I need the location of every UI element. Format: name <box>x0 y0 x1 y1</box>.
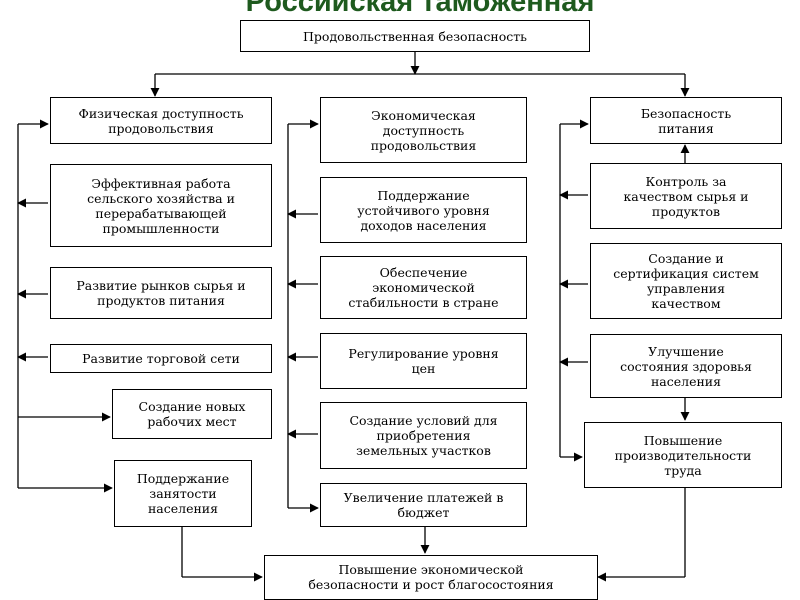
node-land-acquisition: Создание условий для приобретения земель… <box>320 402 527 469</box>
page-title: Российская таможенная <box>245 0 595 18</box>
node-effective-agriculture: Эффективная работа сельского хозяйства и… <box>50 164 272 247</box>
node-economic-security: Повышение экономической безопасности и р… <box>264 555 598 600</box>
node-economic-stability: Обеспечение экономической стабильности в… <box>320 256 527 319</box>
node-employment-support: Поддержание занятости населения <box>114 460 252 527</box>
node-productivity: Повышение производительности труда <box>584 422 782 488</box>
node-quality-control: Контроль за качеством сырья и продуктов <box>590 163 782 229</box>
node-income-support: Поддержание устойчивого уровня доходов н… <box>320 177 527 243</box>
node-price-regulation: Регулирование уровня цен <box>320 333 527 389</box>
node-health-improvement: Улучшение состояния здоровья населения <box>590 334 782 398</box>
node-economic-accessibility: Экономическая доступность продовольствия <box>320 97 527 163</box>
node-food-security: Продовольственная безопасность <box>240 20 590 52</box>
node-food-safety: Безопасность питания <box>590 97 782 144</box>
node-budget-payments: Увеличение платежей в бюджет <box>320 483 527 527</box>
node-new-jobs: Создание новых рабочих мест <box>112 389 272 439</box>
node-market-development: Развитие рынков сырья и продуктов питани… <box>50 267 272 319</box>
node-physical-accessibility: Физическая доступность продовольствия <box>50 97 272 144</box>
node-quality-certification: Создание и сертификация систем управлени… <box>590 243 782 319</box>
node-trade-network: Развитие торговой сети <box>50 344 272 373</box>
